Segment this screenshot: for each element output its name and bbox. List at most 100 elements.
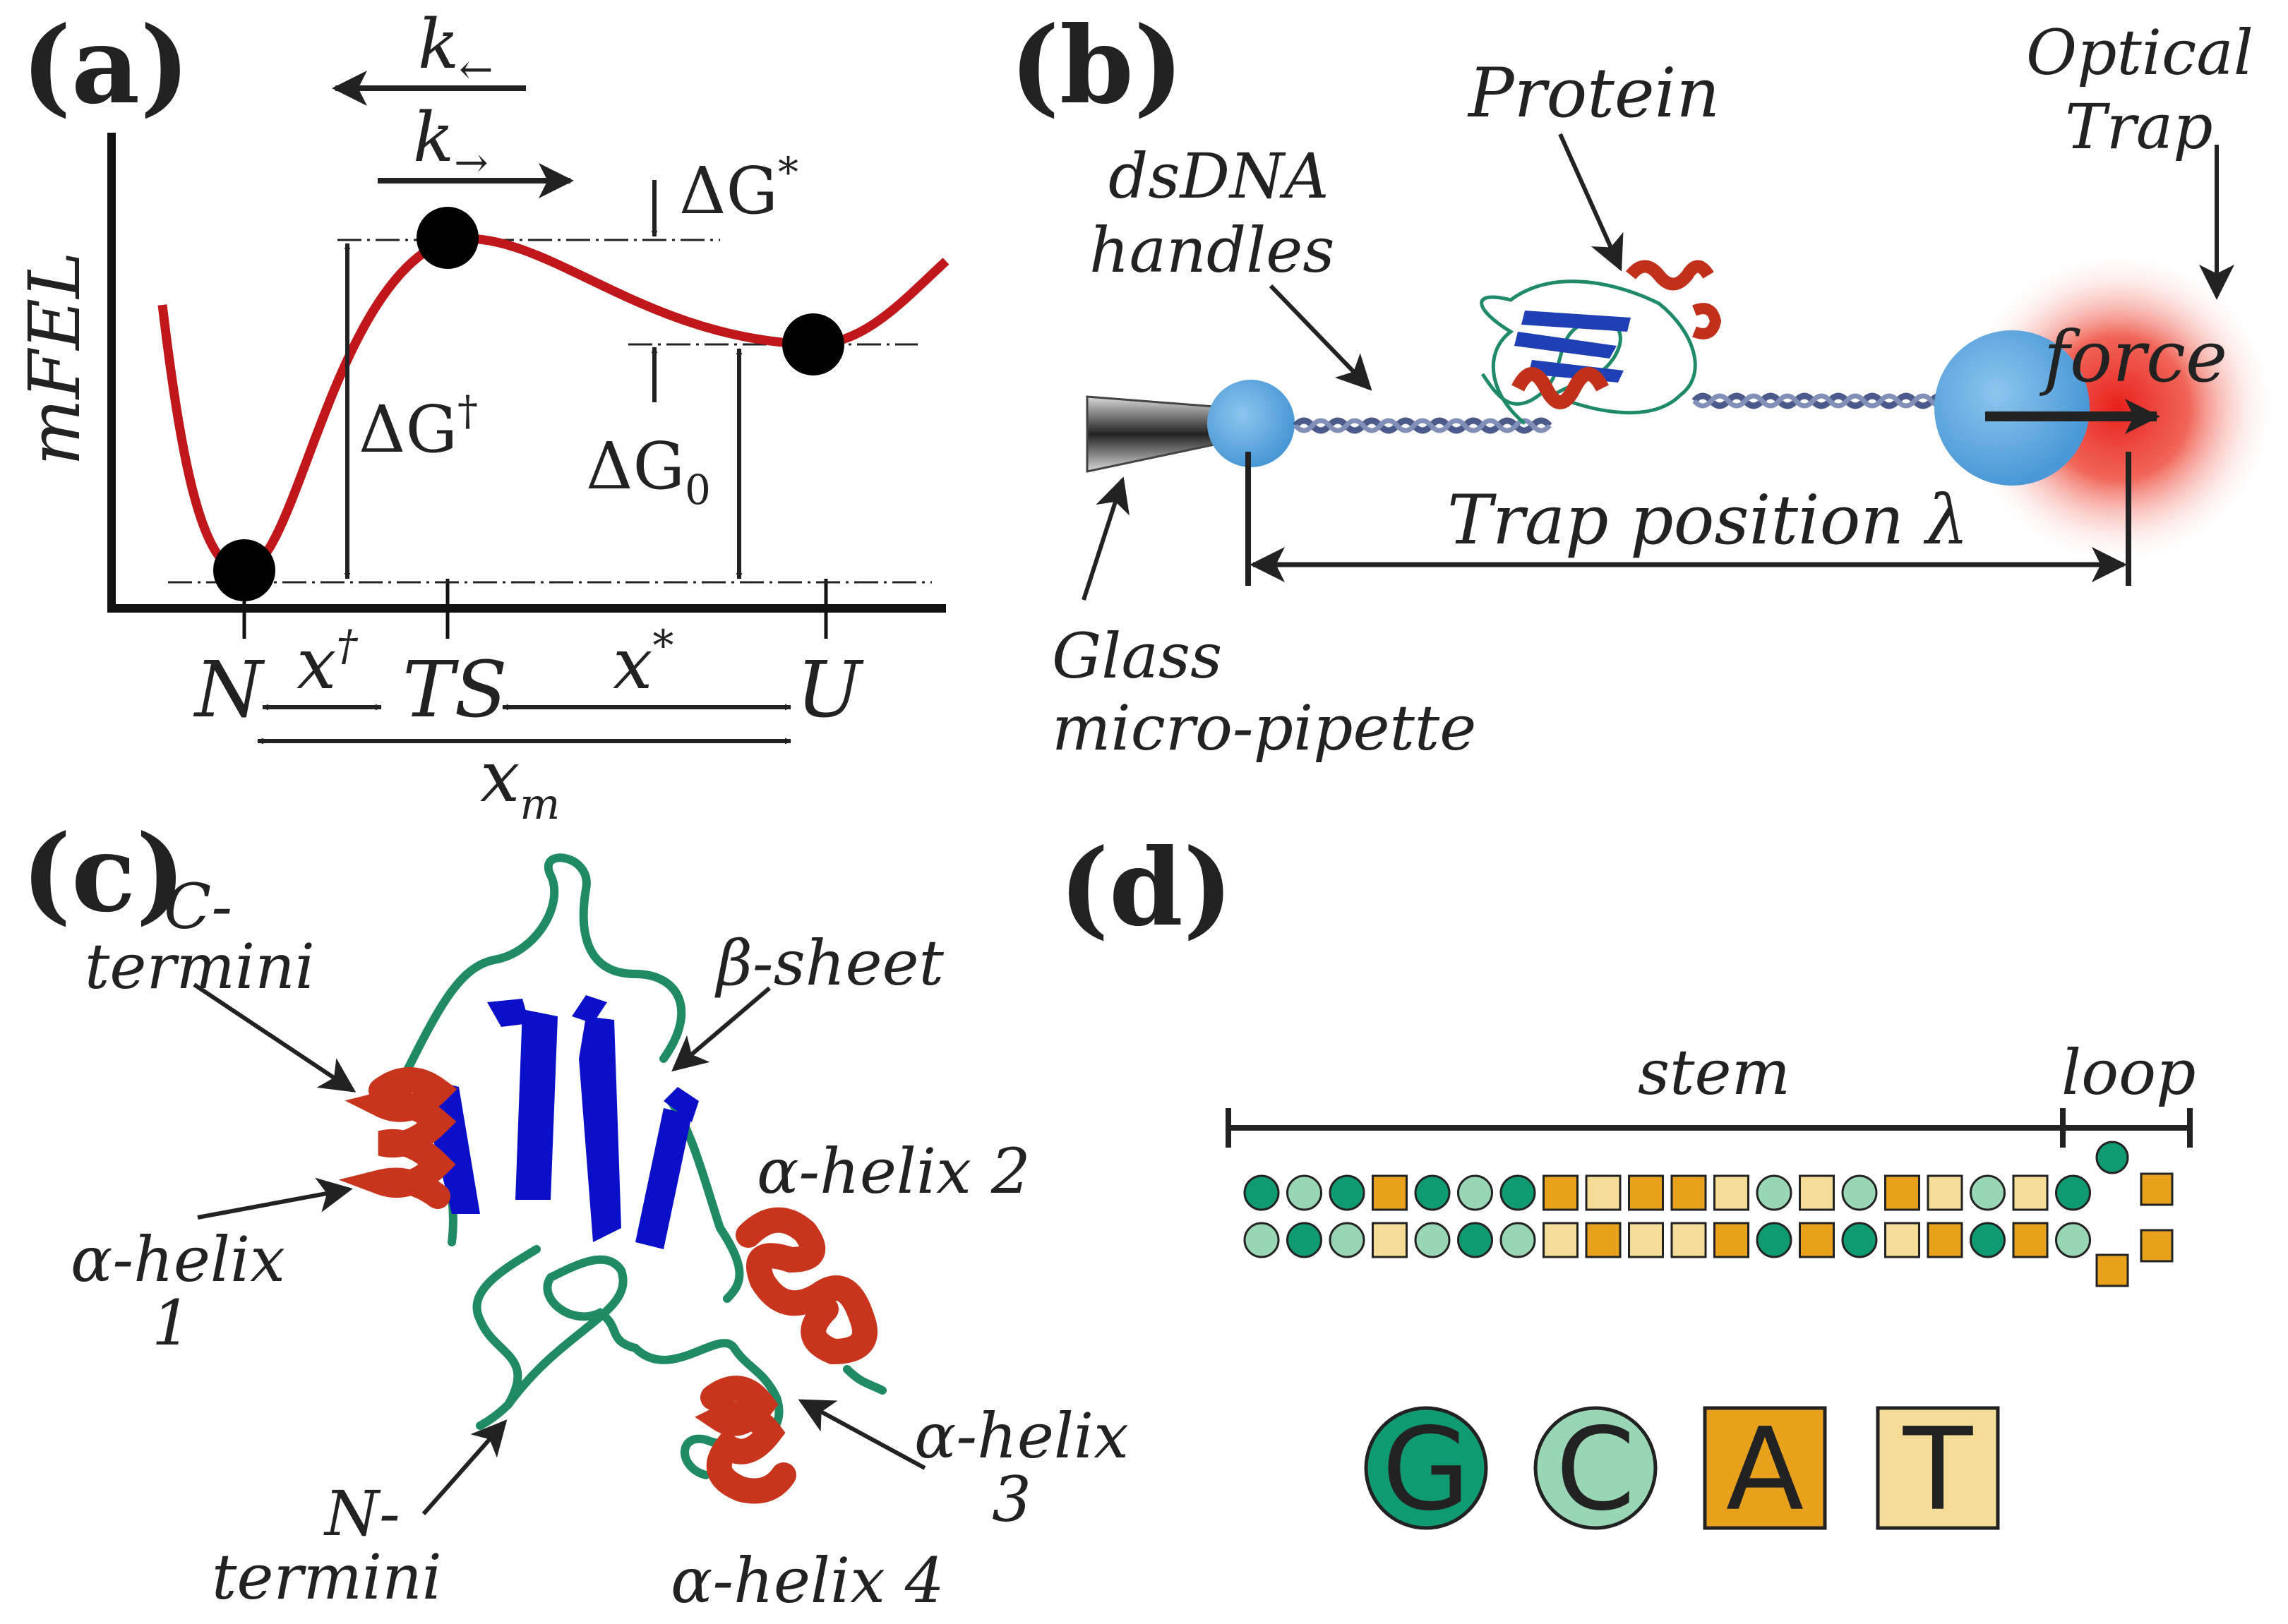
protein-small [1480, 260, 1722, 425]
bottom-base-19 [2055, 1222, 2091, 1258]
k-forward-label: k→ [413, 98, 489, 186]
protein-pointer [1558, 133, 1624, 272]
dsdna-pointer [1269, 284, 1372, 391]
panel-a: (a) mFEL k← k→ ΔG* ΔG† [13, 4, 950, 829]
bottom-base-1 [1286, 1222, 1322, 1258]
glass-micro-pipette [1086, 395, 1216, 473]
top-base-13 [1799, 1174, 1835, 1211]
force-label: force [2039, 315, 2227, 398]
state-label-U: U [796, 644, 864, 735]
hairpin-loop [2095, 1141, 2174, 1287]
dG-dagger-label: ΔG† [359, 387, 478, 467]
c-termini-pointer [193, 982, 357, 1093]
top-base-18 [2012, 1174, 2049, 1211]
alpha-helix-1-label-1: α-helix [71, 1223, 285, 1296]
bottom-base-12 [1756, 1222, 1792, 1258]
bottom-base-9 [1628, 1222, 1664, 1258]
dsdna-handle-left [1293, 417, 1552, 434]
n-termini-pointer [421, 1419, 508, 1515]
legend-A [1703, 1406, 1827, 1530]
protein-helices [338, 1067, 878, 1504]
dG0-label: ΔG0 [586, 428, 711, 514]
trap-bead [1934, 330, 2090, 486]
panel-b: (b) force [1010, 4, 2277, 764]
panel-a-label: (a) [21, 4, 190, 128]
bottom-base-5 [1457, 1222, 1493, 1258]
n-termini-label-1: N- [323, 1477, 400, 1550]
protein-beta-sheet [424, 995, 699, 1249]
top-base-0 [1243, 1174, 1280, 1211]
loop-base-0 [2095, 1141, 2129, 1174]
top-base-11 [1713, 1174, 1749, 1211]
dsdna-label-1: dsDNA [1108, 140, 1329, 212]
glass-pointer [1082, 476, 1130, 601]
bottom-base-13 [1799, 1222, 1835, 1258]
hairpin-strands [1243, 1174, 2091, 1258]
legend-C-letter: C [1556, 1404, 1636, 1536]
state-point-TS [417, 207, 479, 269]
bottom-base-10 [1670, 1222, 1707, 1258]
top-base-12 [1756, 1174, 1792, 1211]
state-point-U [782, 313, 844, 375]
panel-c-label: (c) [21, 812, 186, 936]
legend-A-letter: A [1726, 1404, 1804, 1536]
alpha-helix-3-pointer [798, 1399, 926, 1470]
bottom-base-8 [1585, 1222, 1622, 1258]
top-base-16 [1927, 1174, 1963, 1211]
bottom-base-15 [1884, 1222, 1920, 1258]
trap-position-label: Trap position λ [1447, 481, 1969, 560]
alpha-helix-3-label-2: 3 [992, 1463, 1031, 1536]
top-base-17 [1970, 1174, 2006, 1211]
pipette-bead [1207, 380, 1295, 467]
protein-label: Protein [1467, 54, 1720, 133]
top-base-6 [1499, 1174, 1536, 1211]
top-base-3 [1372, 1174, 1408, 1211]
beta-sheet-label: β-sheet [714, 927, 945, 999]
top-base-7 [1543, 1174, 1579, 1211]
optical-trap-label-1: Optical [2026, 16, 2253, 89]
dsdna-label-2: handles [1089, 214, 1335, 287]
k-backward-label: k← [418, 5, 493, 93]
legend-C [1533, 1406, 1658, 1530]
loop-base-1 [2140, 1172, 2174, 1206]
n-termini-label-2: termini [212, 1541, 442, 1613]
alpha-helix-3-label-1: α-helix [914, 1400, 1129, 1472]
x-dagger-label: x† [297, 621, 358, 705]
bottom-base-6 [1499, 1222, 1536, 1258]
bottom-base-7 [1543, 1222, 1579, 1258]
alpha-helix-1-label-2: 1 [152, 1287, 191, 1359]
bottom-base-2 [1329, 1222, 1365, 1258]
loop-label: loop [2061, 1036, 2196, 1109]
bottom-base-18 [2012, 1222, 2049, 1258]
x-star-label: x* [613, 621, 673, 705]
panel-d-label: (d) [1059, 826, 1233, 950]
glass-label-1: Glass [1052, 620, 1222, 692]
glass-label-2: micro-pipette [1052, 692, 1476, 764]
beta-sheet-pointer [671, 986, 771, 1072]
c-termini-label-1: C- [164, 870, 232, 943]
panel-b-label: (b) [1010, 4, 1184, 128]
top-base-5 [1457, 1174, 1493, 1211]
dsdna-handle-right [1691, 392, 1968, 409]
top-base-1 [1286, 1174, 1322, 1211]
c-termini-label-2: termini [85, 930, 315, 1003]
bottom-base-14 [1841, 1222, 1878, 1258]
top-base-8 [1585, 1174, 1622, 1211]
legend-T [1876, 1406, 2000, 1530]
top-base-15 [1884, 1174, 1920, 1211]
top-base-19 [2055, 1174, 2091, 1211]
loop-base-3 [2095, 1253, 2129, 1287]
top-base-2 [1329, 1174, 1365, 1211]
state-label-TS: TS [402, 644, 508, 735]
stem-label: stem [1638, 1036, 1790, 1109]
optical-trap-label-2: Trap [2065, 90, 2213, 163]
bottom-base-4 [1414, 1222, 1451, 1258]
bottom-base-11 [1713, 1222, 1749, 1258]
alpha-helix-4-label: α-helix 4 [671, 1544, 945, 1617]
dG-star-label: ΔG* [679, 148, 798, 229]
legend-T-letter: T [1903, 1404, 1974, 1536]
top-base-4 [1414, 1174, 1451, 1211]
state-point-N [213, 539, 275, 601]
alpha-helix-2-label: α-helix 2 [757, 1135, 1031, 1208]
